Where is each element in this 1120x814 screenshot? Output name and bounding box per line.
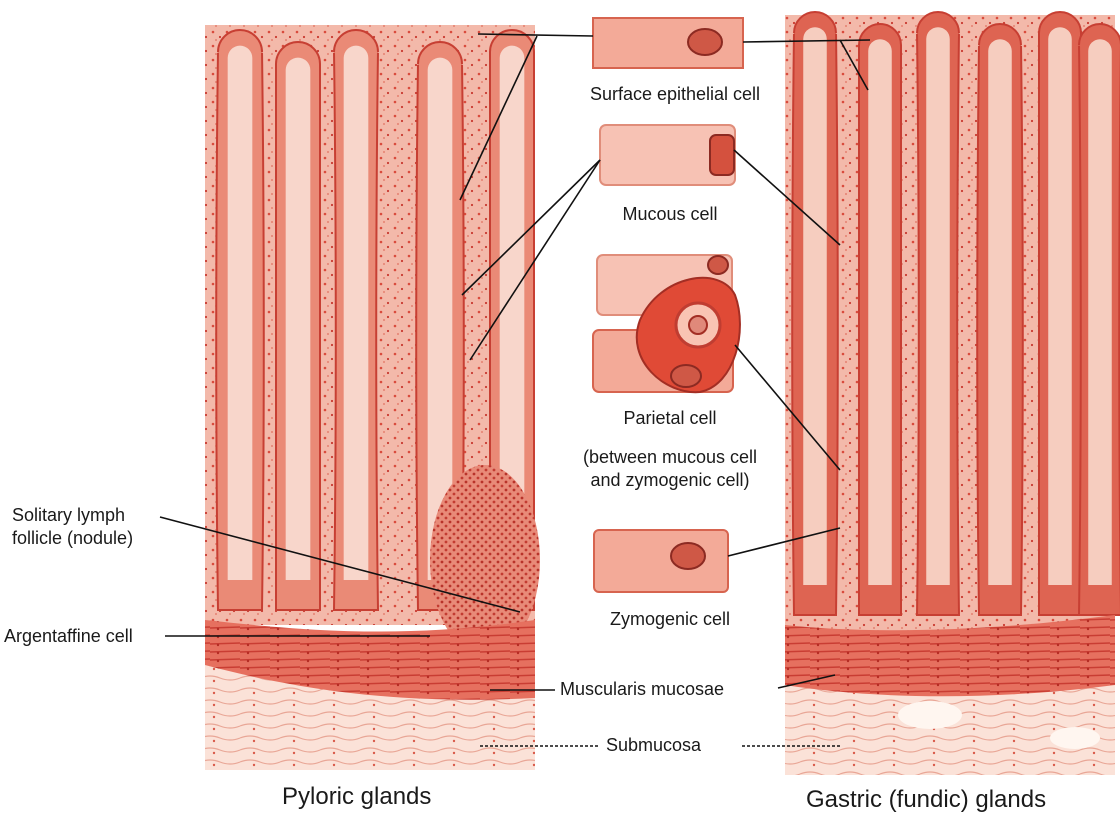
gastric-tissue-panel <box>785 12 1120 775</box>
submucosa-vessel <box>898 701 962 729</box>
submucosa-vessel <box>1050 727 1100 749</box>
gland-lumen <box>1048 27 1072 585</box>
label-gastric-fundic-glands: Gastric (fundic) glands <box>806 786 1046 814</box>
gland-lumen <box>228 46 253 580</box>
parietal-cell-drawing <box>593 255 740 392</box>
label-parietal-cell: Parietal cell <box>560 408 780 429</box>
label-mucous-cell: Mucous cell <box>560 204 780 225</box>
gland-lumen <box>1088 39 1112 585</box>
gland-lumen <box>926 27 950 585</box>
zymogenic-cell-drawing <box>594 530 728 592</box>
mucous-cell-drawing <box>600 125 735 185</box>
label-solitary-lymph-line1: Solitary lymph <box>12 505 125 526</box>
label-pyloric-glands: Pyloric glands <box>282 783 431 811</box>
gland-lumen <box>868 39 892 585</box>
gland-lumen <box>988 39 1012 585</box>
label-submucosa: Submucosa <box>606 735 701 756</box>
gland-lumen <box>344 46 369 580</box>
label-parietal-note-line1: (between mucous cell <box>540 447 800 468</box>
label-argentaffine-cell: Argentaffine cell <box>4 626 133 647</box>
label-parietal-note-line2: and zymogenic cell) <box>540 470 800 491</box>
gland-lumen <box>803 27 827 585</box>
gland-lumen <box>286 58 311 580</box>
label-zymogenic-cell: Zymogenic cell <box>560 609 780 630</box>
label-solitary-lymph-line2: follicle (nodule) <box>12 528 133 549</box>
surface-epithelial-cell-drawing <box>593 18 743 68</box>
label-muscularis-mucosae: Muscularis mucosae <box>560 679 724 700</box>
label-surface-epithelial-cell: Surface epithelial cell <box>540 84 810 105</box>
